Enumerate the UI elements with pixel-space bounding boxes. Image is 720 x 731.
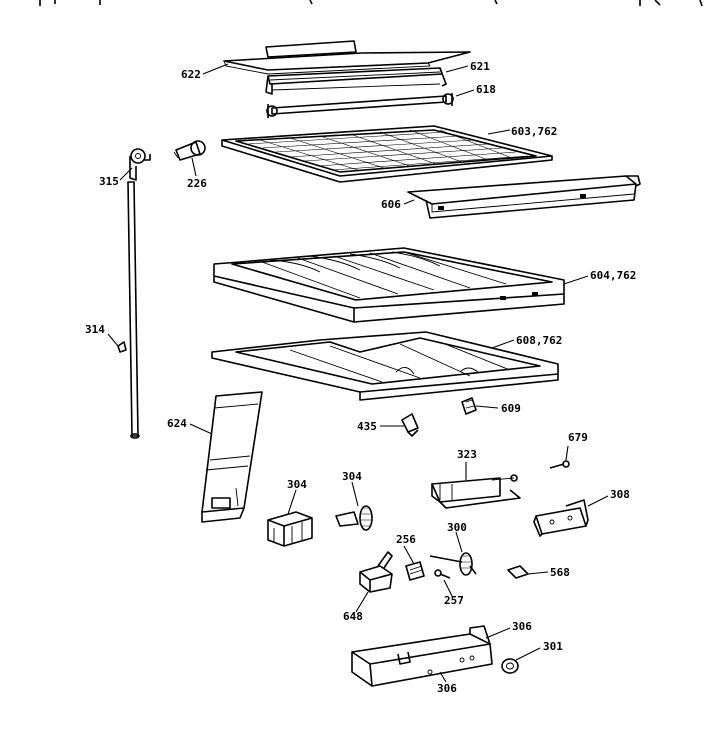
part-679-screw <box>549 460 570 469</box>
callout-304-housing: 304 <box>287 478 307 491</box>
part-304-control-knob <box>335 505 373 531</box>
part-308-mounting-plate <box>533 499 589 537</box>
part-622-shelf-cover <box>223 40 471 75</box>
callout-315: 315 <box>99 175 119 188</box>
callout-604-762: 604,762 <box>590 269 636 282</box>
callout-314: 314 <box>85 323 105 336</box>
callout-622: 622 <box>181 68 201 81</box>
part-315-314-rod <box>117 148 151 439</box>
part-323-thermostat <box>431 474 521 509</box>
callout-621: 621 <box>470 60 490 73</box>
part-568-clip <box>507 565 529 579</box>
callout-306-box: 306 <box>512 620 532 633</box>
callout-257: 257 <box>444 594 464 607</box>
part-618-support-bar <box>266 93 454 118</box>
part-624-divider <box>201 391 263 523</box>
callout-256: 256 <box>396 533 416 546</box>
leader-lines <box>107 63 609 683</box>
callout-568: 568 <box>550 566 570 579</box>
callout-labels: 622 621 618 603,762 315 226 606 604,762 … <box>85 60 636 695</box>
callout-323: 323 <box>457 448 477 461</box>
part-608-crisper-cover <box>211 331 559 401</box>
callout-648: 648 <box>343 610 363 623</box>
part-226-pin <box>173 140 206 161</box>
part-435-bracket <box>401 413 419 437</box>
part-306-control-box <box>351 625 493 687</box>
callout-609: 609 <box>501 402 521 415</box>
callout-306-lower: 306 <box>437 682 457 695</box>
callout-624: 624 <box>167 417 187 430</box>
part-606-front-trim <box>407 175 641 219</box>
part-256-lamp-socket <box>405 561 425 581</box>
part-648-switch <box>359 551 393 593</box>
part-609-clip <box>461 397 477 415</box>
callout-300: 300 <box>447 521 467 534</box>
part-304-control-housing <box>267 511 313 547</box>
callout-435: 435 <box>357 420 377 433</box>
callout-679: 679 <box>568 431 588 444</box>
part-300-dial <box>429 552 477 576</box>
callout-606: 606 <box>381 198 401 211</box>
callout-304-knob: 304 <box>342 470 362 483</box>
callout-603-762: 603,762 <box>511 125 557 138</box>
top-edge-fragments <box>39 0 703 7</box>
callout-301: 301 <box>543 640 563 653</box>
part-301-knob <box>501 658 519 674</box>
part-603-wire-shelf <box>221 125 553 183</box>
callout-308: 308 <box>610 488 630 501</box>
callout-226: 226 <box>187 177 207 190</box>
callout-608-762: 608,762 <box>516 334 562 347</box>
part-621-rail <box>265 67 447 95</box>
part-604-shelf-frame <box>213 247 565 323</box>
callout-618: 618 <box>476 83 496 96</box>
part-257-screw <box>434 569 451 579</box>
